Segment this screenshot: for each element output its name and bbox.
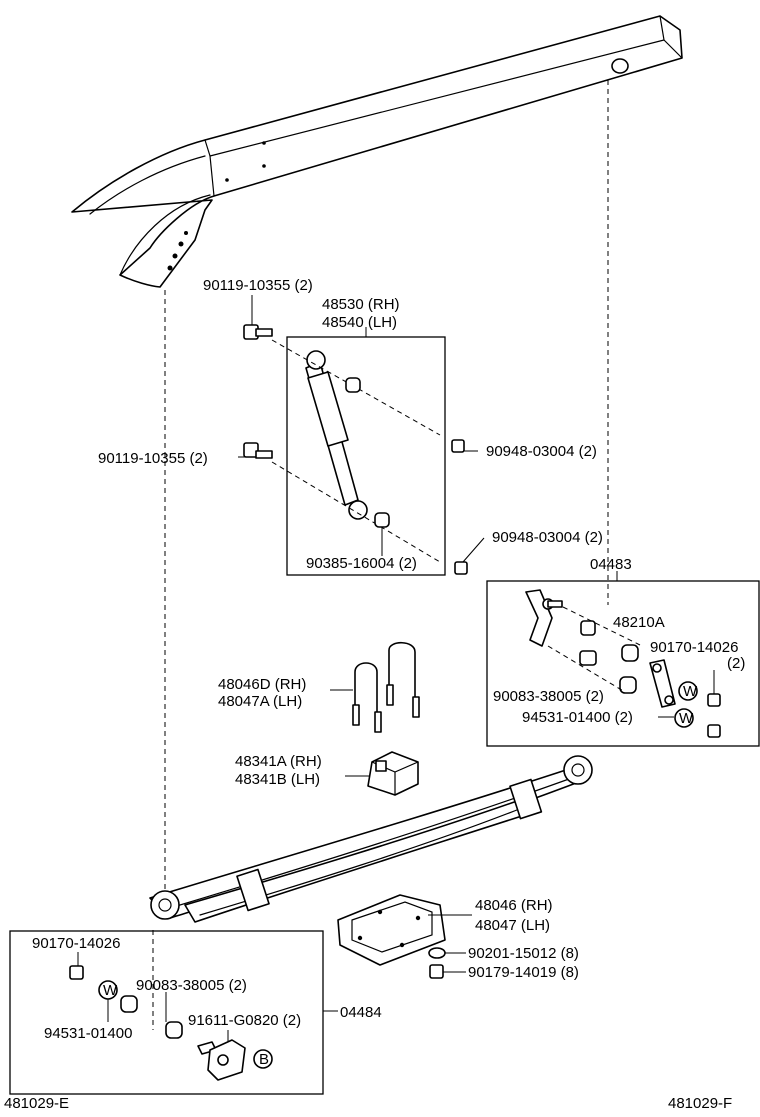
label-kit-front: 04484 [340,1004,382,1021]
label-washer-front: 94531-01400 [44,1025,132,1042]
label-bushing-front: 90083-38005 (2) [136,977,247,994]
label-nut-shackle: 90170-14026 [650,639,738,656]
shock-bushing-lower [374,512,390,528]
leaf-spring [149,755,593,923]
label-bumper-lh: 48341B (LH) [235,771,320,788]
figure-code-left: 481029-E [4,1095,69,1112]
shackle-link [649,659,676,708]
marker-w-label-front: W [103,982,118,999]
bolt-lower-icon [243,442,273,459]
u-bolt-icon [352,641,420,733]
shackle-plate [525,589,563,647]
front-nut-icon [69,965,84,980]
seat-washer-icon [428,947,446,959]
label-ubolt-rh: 48046D (RH) [218,676,306,693]
label-nut-shock: 90948-03004 (2) [486,443,597,460]
seat-nut-icon [429,964,444,979]
label-washer-seat: 90201-15012 (8) [468,945,579,962]
spring-seat [337,894,446,966]
label-kit-rear: 04483 [590,556,632,573]
marker-b-label: B [259,1051,269,1068]
label-ubolt-lh: 48047A (LH) [218,693,302,710]
rear-shackle-kit-box [486,580,760,747]
label-bolt-upper: 90119-10355 (2) [203,277,313,294]
bolt-upper-icon [243,324,273,340]
shackle-bolt-icon [579,620,597,666]
label-nut-outer: 90948-03004 (2) [492,529,603,546]
label-shackle: 48210A [613,614,665,631]
shock-bushing-upper [345,377,361,393]
washer-w-icon [674,681,698,728]
label-nut-front: 90170-14026 [32,935,120,952]
label-shock-lh: 48540 (LH) [322,314,397,331]
label-bumper-rh: 48341A (RH) [235,753,322,770]
figure-code-right: 481029-F [668,1095,732,1112]
marker-b-icon [253,1049,273,1069]
front-bushing-icon [120,995,183,1039]
shock-nut-icon [451,439,465,453]
label-nut-shackle-qty: (2) [727,655,745,672]
label-bolt-lower: 90119-10355 (2) [98,450,208,467]
front-hanger-kit-box [9,930,324,1095]
label-seat-lh: 48047 (LH) [475,917,550,934]
label-nut-seat: 90179-14019 (8) [468,964,579,981]
shackle-bushing-icon [619,644,639,694]
label-bushing-rear: 90083-38005 (2) [493,688,604,705]
label-pin-front: 91611-G0820 (2) [188,1012,301,1029]
label-seat-rh: 48046 (RH) [475,897,553,914]
outer-nut-icon [454,561,468,575]
front-hanger-pin [197,1039,246,1081]
label-bushing-shock: 90385-16004 (2) [306,555,417,572]
label-shock-rh: 48530 (RH) [322,296,400,313]
bump-stopper [367,751,419,796]
marker-w-label-2: W [679,710,694,727]
frame-rail [71,15,683,288]
label-washer-rear: 94531-01400 (2) [522,709,633,726]
shackle-nut-icon [707,693,721,738]
marker-w-label: W [683,683,698,700]
